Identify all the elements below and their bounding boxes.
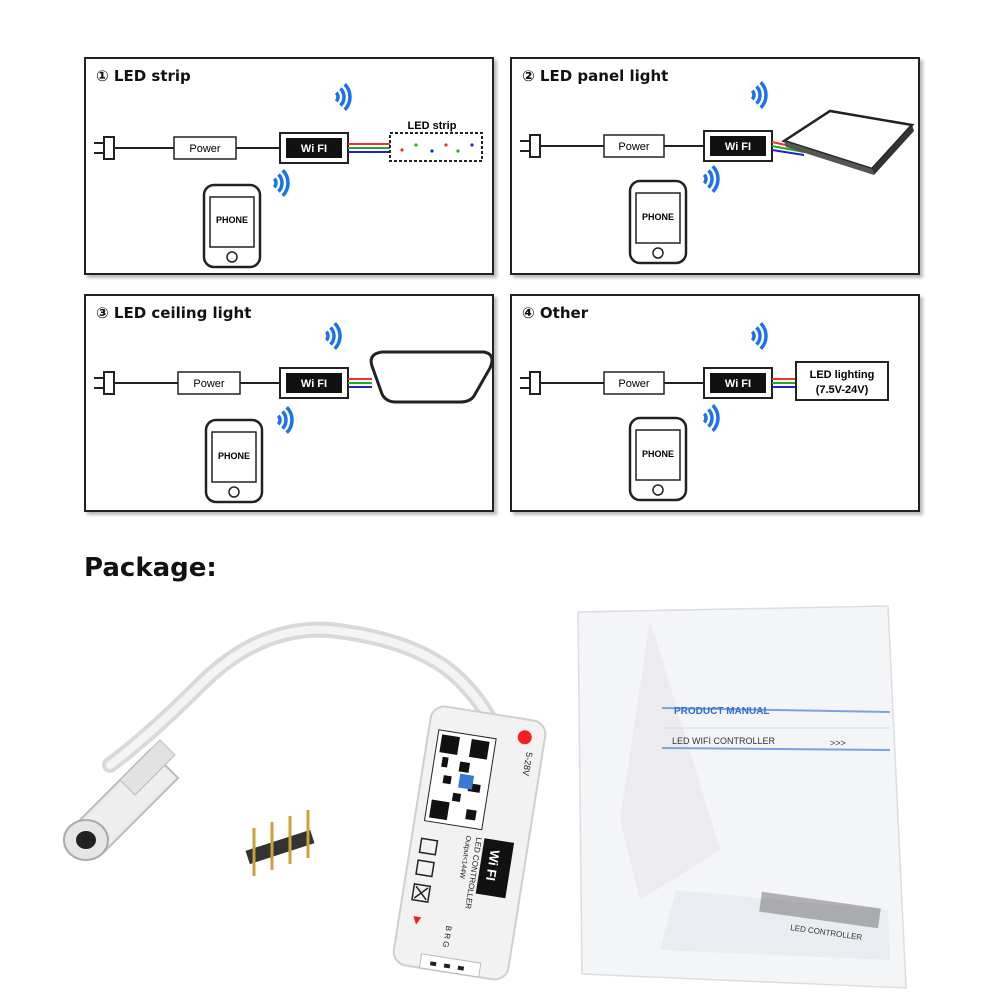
led-lighting-label: LED lighting — [810, 369, 875, 381]
panel-title: ① LED strip — [96, 67, 191, 85]
panel-led-ceiling-light: ③ LED ceiling light Power Wi FI — [84, 294, 494, 512]
wifi-signal-icon — [276, 406, 294, 434]
led-ceiling-light-icon — [369, 350, 492, 404]
power-label: Power — [618, 378, 650, 390]
panel-title: ② LED panel light — [522, 67, 669, 85]
wifi-label: Wi FI — [725, 378, 751, 390]
package-photo: 5-28V Wi FI LED CONTROLLER Output<144W B… — [63, 605, 907, 989]
power-plug-icon — [94, 371, 178, 395]
power-plug-icon — [94, 136, 174, 160]
led-strip-box — [389, 132, 483, 162]
controller-brand: Wi FI — [483, 849, 503, 882]
wifi-signal-icon — [750, 322, 768, 350]
power-plug-icon — [520, 134, 604, 158]
wifi-controller: 5-28V Wi FI LED CONTROLLER Output<144W B… — [392, 705, 547, 981]
phone-icon — [628, 416, 688, 502]
phone-label: PHONE — [216, 215, 248, 225]
panel-diagram: Power Wi FI PHONE — [94, 322, 492, 504]
wifi-signal-icon — [702, 404, 720, 432]
product-manual — [577, 605, 907, 989]
phone-icon — [204, 418, 264, 504]
wifi-label: Wi FI — [301, 143, 327, 155]
controller-voltage: 5-28V — [521, 751, 535, 776]
power-label: Power — [193, 378, 225, 390]
manual-title: PRODUCT MANUAL — [674, 706, 770, 717]
led-panel-light-icon — [781, 109, 915, 175]
wifi-signal-icon — [702, 165, 720, 193]
wifi-signal-icon — [750, 81, 768, 109]
panel-title: ③ LED ceiling light — [96, 304, 252, 322]
phone-label: PHONE — [642, 449, 674, 459]
phone-label: PHONE — [642, 212, 674, 222]
wifi-signal-icon — [272, 169, 290, 197]
panel-diagram: Power Wi FI LED lighting (7.5V-24V) PHON… — [520, 322, 889, 502]
wifi-signal-icon — [324, 322, 342, 350]
wifi-label: Wi FI — [301, 378, 327, 390]
panel-led-strip: ① LED strip Power Wi FI LED strip — [84, 57, 494, 275]
manual-subtitle: LED WIFI CONTROLLER — [672, 736, 776, 746]
dc-power-jack — [63, 739, 180, 861]
panel-other: ④ Other Power Wi FI LED lighting (7.5V-2… — [510, 294, 920, 512]
panel-diagram: Power Wi FI LED strip PHONE — [94, 83, 483, 269]
panel-led-panel-light: ② LED panel light Power Wi FI — [510, 57, 920, 275]
power-label: Power — [618, 141, 650, 153]
wifi-signal-icon — [334, 83, 352, 111]
phone-label: PHONE — [218, 451, 250, 461]
wifi-label: Wi FI — [725, 141, 751, 153]
power-label: Power — [189, 143, 221, 155]
manual-arrows: >>> — [830, 738, 846, 748]
phone-icon — [202, 183, 262, 269]
power-plug-icon — [520, 371, 604, 395]
panel-title: ④ Other — [522, 304, 589, 322]
led-strip-label: LED strip — [408, 120, 457, 132]
4-pin-connector — [245, 810, 315, 876]
controller-pins: B R G — [441, 925, 453, 948]
panel-diagram: Power Wi FI PHONE — [520, 81, 915, 265]
led-lighting-voltage: (7.5V-24V) — [816, 384, 869, 396]
package-title: Package: — [84, 553, 217, 583]
led-lighting-box — [795, 361, 889, 401]
phone-icon — [628, 179, 688, 265]
